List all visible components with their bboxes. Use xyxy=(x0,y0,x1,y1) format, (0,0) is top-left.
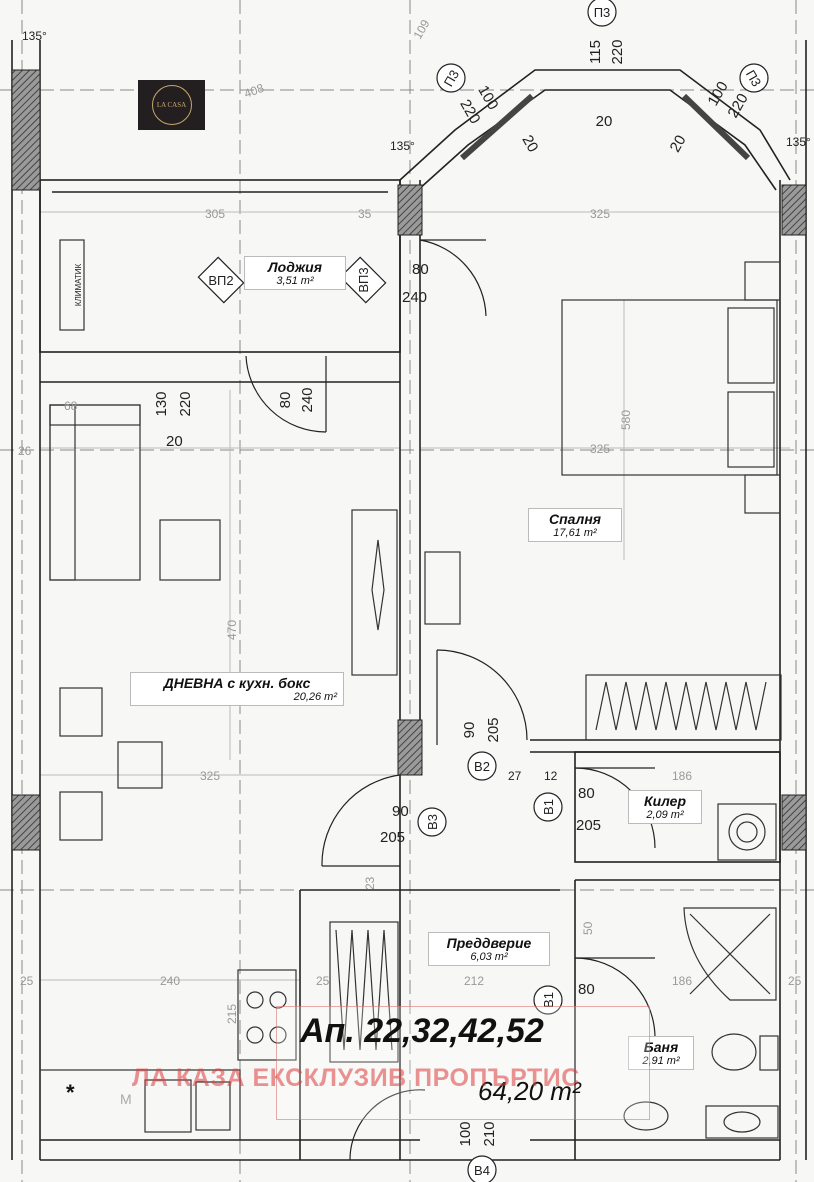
dim-v1-closet-height: 205 xyxy=(576,817,601,834)
tag-circles xyxy=(197,0,769,1182)
faint-dim-35: 35 xyxy=(358,207,372,221)
room-label-bedroom: Спалня 17,61 m² xyxy=(528,508,622,542)
room-area: 2,09 m² xyxy=(646,809,684,821)
dim-220-left: 220 xyxy=(456,97,483,127)
apartment-total-area: 64,20 m² xyxy=(478,1076,581,1106)
faint-dim-212: 212 xyxy=(464,974,484,988)
faint-dim-325-living: 325 xyxy=(200,769,220,783)
dim-220-right: 220 xyxy=(724,91,751,121)
m-symbol: M xyxy=(120,1091,132,1107)
room-area: 6,03 m² xyxy=(470,951,508,963)
dim-v1-bath-width: 80 xyxy=(578,981,595,998)
faint-dim-186-closet: 186 xyxy=(672,769,692,783)
faint-dimension-lines xyxy=(40,211,790,981)
dim-20-top: 20 xyxy=(596,113,613,130)
tag-v1-closet: В1 xyxy=(541,799,556,815)
tag-v3: В3 xyxy=(425,814,440,830)
dim-loggia-door2-height: 240 xyxy=(299,387,316,412)
angle-label-mid: 135° xyxy=(390,139,415,153)
dim-window-130: 130 xyxy=(153,391,170,416)
dim-v1-closet-width: 80 xyxy=(578,785,595,802)
dim-v2-width: 90 xyxy=(461,722,478,739)
faint-dim-325-top: 325 xyxy=(590,207,610,221)
apartment-title: Ап. 22,32,42,52 xyxy=(300,1012,544,1050)
faint-dim-186-bath: 186 xyxy=(672,974,692,988)
faint-dim-50: 50 xyxy=(581,921,595,935)
dim-v3-width: 90 xyxy=(392,803,409,820)
faint-dim-25-mid: 25 xyxy=(316,974,330,988)
tag-p3-top: П3 xyxy=(594,5,611,20)
furniture xyxy=(39,239,782,1141)
dim-loggia-door2-width: 80 xyxy=(277,392,294,409)
dim-27: 27 xyxy=(508,769,522,783)
dim-v2-height: 205 xyxy=(485,717,502,742)
room-area: 3,51 m² xyxy=(276,275,314,287)
room-label-hall: Преддверие 6,03 m² xyxy=(428,932,550,966)
dim-window-20: 20 xyxy=(166,433,183,450)
faint-dim-26: 26 xyxy=(18,444,32,458)
faint-dim-305: 305 xyxy=(205,207,225,221)
tag-v2: В2 xyxy=(474,759,490,774)
faint-dim-25-right: 25 xyxy=(788,974,802,988)
room-name: Килер xyxy=(643,793,687,809)
agency-watermark: ЛА КАЗА ЕКСКЛУЗИВ ПРОПЪРТИС xyxy=(132,1064,580,1092)
logo-text: LA CASA xyxy=(151,85,192,125)
faint-dim-23: 23 xyxy=(363,876,377,890)
tag-vp3: ВП3 xyxy=(356,267,371,292)
room-name: Лоджия xyxy=(268,259,322,275)
faint-dim-68: 68 xyxy=(64,399,78,413)
faint-dim-408: 408 xyxy=(242,81,266,101)
room-label-bath: Баня 2,91 m² xyxy=(628,1036,694,1070)
dim-20-right: 20 xyxy=(667,132,690,155)
dim-v4-height: 210 xyxy=(481,1121,498,1146)
tag-p3-left: П3 xyxy=(441,67,462,89)
faint-dim-215: 215 xyxy=(225,1004,239,1024)
room-label-living: ДНЕВНА с кухн. бокс 20,26 m² xyxy=(130,672,344,706)
tag-klimatik: КЛИМАТИК xyxy=(74,264,83,307)
faint-dim-580: 580 xyxy=(619,410,633,430)
dim-window-220: 220 xyxy=(177,391,194,416)
structural-columns xyxy=(11,69,807,851)
dim-12: 12 xyxy=(544,769,558,783)
walls xyxy=(11,40,807,1161)
room-name: Спалня xyxy=(548,511,602,527)
faint-dim-109: 109 xyxy=(410,17,432,42)
faint-dim-25-left: 25 xyxy=(20,974,34,988)
tag-v1-bath: В1 xyxy=(541,992,556,1008)
la-casa-logo: LA CASA xyxy=(138,80,205,130)
tag-v4: В4 xyxy=(474,1163,490,1178)
room-label-closet: Килер 2,09 m² xyxy=(628,790,702,824)
dim-100-right: 100 xyxy=(704,79,731,109)
tag-p3-right: П3 xyxy=(743,67,764,89)
dim-20-left: 20 xyxy=(518,132,541,155)
dim-v3-height: 205 xyxy=(380,829,405,846)
doors xyxy=(245,239,656,1161)
room-label-loggia: Лоджия 3,51 m² xyxy=(244,256,346,290)
dim-220-top: 220 xyxy=(609,39,626,64)
room-name: Баня xyxy=(643,1039,679,1055)
dim-loggia-door-width: 80 xyxy=(412,261,429,278)
angle-label-top-left: 135° xyxy=(22,29,47,43)
faint-dim-240: 240 xyxy=(160,974,180,988)
dim-loggia-door-height: 240 xyxy=(402,289,427,306)
bay-window-glazing xyxy=(460,93,751,161)
dim-115: 115 xyxy=(587,40,604,64)
tag-vp2: ВП2 xyxy=(208,273,233,288)
room-area: 20,26 m² xyxy=(293,691,337,703)
angle-label-right: 135° xyxy=(786,135,811,149)
room-name: ДНЕВНА с кухн. бокс xyxy=(163,675,311,691)
faint-dim-325-mid: 325 xyxy=(590,442,610,456)
room-area: 2,91 m² xyxy=(642,1055,680,1067)
faint-dim-470: 470 xyxy=(225,620,239,640)
dim-v4-width: 100 xyxy=(457,1121,474,1146)
room-area: 17,61 m² xyxy=(553,527,597,539)
room-name: Преддверие xyxy=(446,935,532,951)
watermark-frame xyxy=(276,1006,650,1120)
star-symbol: * xyxy=(66,1080,75,1105)
